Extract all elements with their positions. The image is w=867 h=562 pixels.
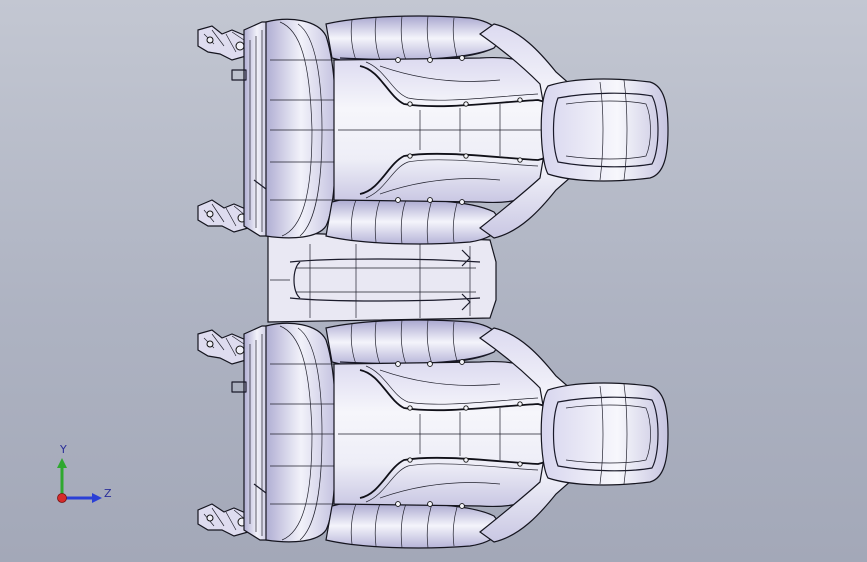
triad-z-arrowhead xyxy=(92,493,102,503)
triad-z-label: Z xyxy=(104,487,112,500)
seat-lower[interactable] xyxy=(197,319,669,549)
seat-upper[interactable] xyxy=(197,15,669,245)
triad-x-axis xyxy=(57,493,67,503)
connecting-frame xyxy=(267,231,497,323)
view-orientation-triad[interactable]: Y Z xyxy=(57,443,112,503)
triad-y-arrowhead xyxy=(57,458,67,468)
triad-y-label: Y xyxy=(59,443,67,456)
